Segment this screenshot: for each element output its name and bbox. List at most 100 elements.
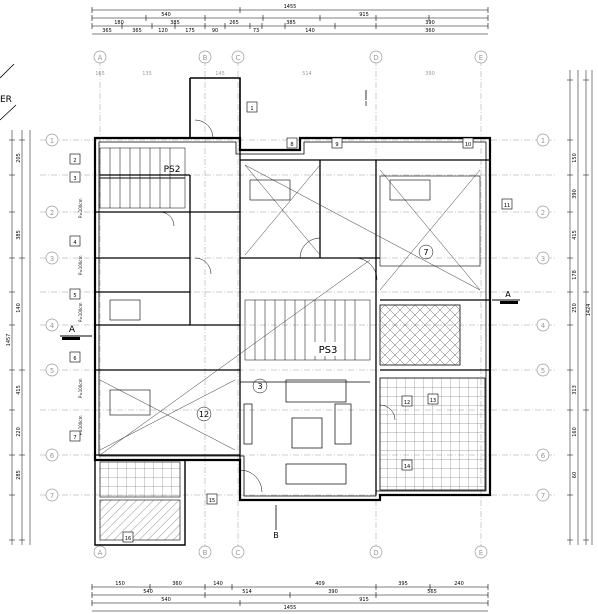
dim-axis-5: 390 <box>425 71 435 77</box>
dim-bot-seg-1: 540 <box>161 597 171 603</box>
axis-label-7-right: 7 <box>541 492 545 500</box>
dim-bot-c1-4: 409 <box>315 581 325 587</box>
tag-10: 10 <box>465 142 471 148</box>
dim-right-1: 150 <box>572 153 578 163</box>
dim-top-c2-4: 175 <box>185 28 195 34</box>
axis-label-4-right: 4 <box>541 322 546 330</box>
tag-6: 6 <box>73 356 76 362</box>
dim-top-c1-3: 265 <box>229 20 239 26</box>
axis-label-5-right: 5 <box>541 367 545 375</box>
column-axis-bubbles <box>93 50 488 559</box>
axis-label-2-right: 2 <box>541 209 545 217</box>
corner-label: ER <box>0 95 12 105</box>
row-axis-bubbles <box>45 133 550 502</box>
dim-axis-4: 514 <box>302 71 312 77</box>
dim-axis-1: 165 <box>95 71 105 77</box>
section-mark-top: I <box>365 100 367 108</box>
dim-right-8: 60 <box>572 472 578 478</box>
dim-top-c2-5: 90 <box>212 28 218 34</box>
room-number-circles <box>196 244 434 422</box>
dim-top-c2-2: 365 <box>132 28 142 34</box>
axis-label-D-top: D <box>373 54 378 62</box>
tag-5: 5 <box>73 293 76 299</box>
tag-7: 7 <box>73 435 76 441</box>
dim-top-c2-7: 140 <box>305 28 315 34</box>
dim-bot-c2-1: 540 <box>143 589 153 595</box>
window-tags: P=100cm P=100cm P=100cm P=100cm P=100cm <box>78 198 83 435</box>
tag-12: 12 <box>404 400 410 406</box>
sheet-tag-numbers: 1 2 3 4 5 6 7 8 9 10 11 12 13 14 15 16 <box>73 106 510 542</box>
tag-11: 11 <box>504 203 510 209</box>
axis-label-3-right: 3 <box>541 255 545 263</box>
column-axis-labels: A B C D E A B C D E <box>98 54 484 557</box>
room-number-7: 7 <box>423 248 428 257</box>
dimension-lines <box>11 9 593 612</box>
tag-15: 15 <box>209 498 215 504</box>
living-furniture <box>240 379 370 485</box>
dim-left-1: 205 <box>16 153 22 163</box>
window-tag-5: P=100cm <box>78 415 83 435</box>
dim-bot-c1-3: 140 <box>213 581 223 587</box>
section-mark-right: A <box>505 290 511 299</box>
tag-2: 2 <box>73 158 76 164</box>
hatched-area-porch <box>99 499 181 541</box>
section-mark-bottom: B <box>273 531 279 540</box>
axis-label-7-left: 7 <box>50 492 54 500</box>
dim-left-5: 220 <box>16 427 22 437</box>
dim-bot-c1-6: 240 <box>454 581 464 587</box>
bedroom-furniture <box>109 179 431 416</box>
stair-label-bg <box>314 342 342 356</box>
dim-top-c1-2: 385 <box>170 20 180 26</box>
axis-label-B-bottom: B <box>203 549 208 557</box>
dim-left-6: 285 <box>16 470 22 480</box>
dim-axis-3: 145 <box>215 71 225 77</box>
axis-label-E-bottom: E <box>479 549 483 557</box>
axis-label-1-left: 1 <box>50 137 54 145</box>
stair-ps3 <box>244 299 371 361</box>
dimension-text-vertical: 1457 205 385 140 415 220 285 1424 150 39… <box>6 153 592 480</box>
dim-left-overall: 1457 <box>6 334 12 347</box>
dim-left-3: 140 <box>16 303 22 313</box>
tag-16: 16 <box>125 536 131 542</box>
section-mark-left: A <box>69 325 76 335</box>
tiled-area-entry <box>99 461 181 498</box>
stair-label-ps2: PS2 <box>164 165 181 175</box>
window-tag-2: P=100cm <box>78 255 83 275</box>
dimension-text: 1455 540 915 180 385 265 385 390 365 365… <box>95 4 464 611</box>
dim-bot-c2-4: 565 <box>427 589 437 595</box>
axis-label-6-left: 6 <box>50 452 55 460</box>
axis-label-C-bottom: C <box>236 549 241 557</box>
tag-9: 9 <box>335 142 338 148</box>
axis-label-3-left: 3 <box>50 255 54 263</box>
window-tag-1: P=100cm <box>78 198 83 218</box>
dim-top-c1-4: 385 <box>286 20 296 26</box>
dim-top-c2-1: 365 <box>102 28 112 34</box>
dim-top-overall: 1455 <box>284 4 297 10</box>
dim-top-c2-3: 120 <box>158 28 168 34</box>
dim-right-5: 250 <box>572 303 578 313</box>
axis-label-E-top: E <box>479 54 483 62</box>
dim-right-4: 178 <box>572 270 578 280</box>
tag-4: 4 <box>73 240 76 246</box>
tag-14: 14 <box>404 464 410 470</box>
tag-8: 8 <box>290 142 293 148</box>
row-axis-labels: 1 2 3 4 5 6 7 1 2 3 4 5 6 7 <box>50 137 546 500</box>
tiled-area-bath <box>379 304 461 366</box>
window-tag-4: P=100cm <box>78 378 83 398</box>
axis-label-D-bottom: D <box>373 549 378 557</box>
axis-label-5-left: 5 <box>50 367 54 375</box>
axis-label-2-left: 2 <box>50 209 54 217</box>
door-swings <box>159 119 396 493</box>
dim-bot-overall: 1455 <box>284 605 297 611</box>
axis-label-4-left: 4 <box>50 322 55 330</box>
tag-1: 1 <box>250 106 253 112</box>
tag-3: 3 <box>73 176 76 182</box>
dim-top-c2-8: 360 <box>425 28 435 34</box>
dim-bot-c2-2: 514 <box>242 589 252 595</box>
axis-label-1-right: 1 <box>541 137 545 145</box>
dim-bot-c1-2: 360 <box>172 581 182 587</box>
room-number-3: 3 <box>257 382 262 391</box>
void-diagonals <box>99 164 481 456</box>
bedroom-right <box>379 175 481 267</box>
